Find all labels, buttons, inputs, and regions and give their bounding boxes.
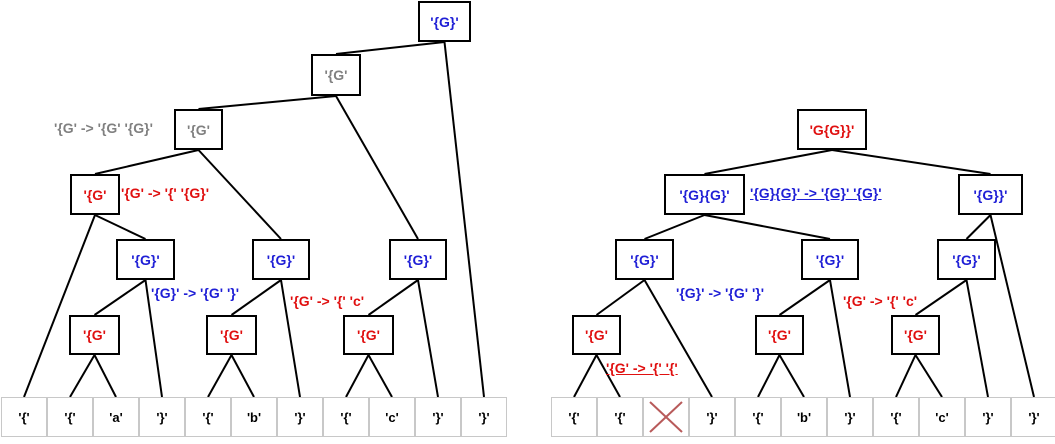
right-rule-1: '{G}{G}' -> '{G}' '{G}' xyxy=(750,185,882,201)
left-rule-2: '{G' -> '{' '{G}' xyxy=(121,185,210,201)
left-node-b2: '{G}' xyxy=(252,239,310,280)
tree-edge xyxy=(207,354,233,398)
tree-edge xyxy=(345,354,370,398)
token-cell: '}' xyxy=(461,397,507,437)
left-rule-4: '{G' -> '{' 'c' xyxy=(290,293,365,309)
token-cell: 'c' xyxy=(369,397,415,437)
tree-edge xyxy=(831,149,991,175)
token-cell: '{' xyxy=(551,397,597,437)
tree-edge xyxy=(778,354,805,398)
tree-edge xyxy=(94,149,199,175)
cross-icon xyxy=(649,401,683,433)
right-node-m2: '{G}}' xyxy=(958,174,1023,215)
tree-edge xyxy=(198,95,337,110)
tree-edge xyxy=(23,214,96,398)
token-cell: 'a' xyxy=(93,397,139,437)
tree-edge xyxy=(595,354,621,398)
token-cell: '}' xyxy=(277,397,323,437)
right-node-b1: '{G}' xyxy=(615,239,674,280)
right-node-b2: '{G}' xyxy=(801,239,859,280)
right-node-m1: '{G}{G}' xyxy=(664,174,745,215)
token-cell: '{' xyxy=(597,397,643,437)
tree-edge xyxy=(367,279,419,316)
tree-edge xyxy=(989,214,1035,398)
token-cell: '}' xyxy=(965,397,1011,437)
tree-edge xyxy=(704,149,833,175)
tree-edge xyxy=(417,279,439,398)
token-cell: '{' xyxy=(1,397,47,437)
tree-edge xyxy=(443,41,485,398)
left-root-node: '{G}' xyxy=(418,1,471,42)
left-node-g3: '{G' xyxy=(70,174,120,215)
left-node-r2: '{G' xyxy=(206,315,257,355)
left-rule-3: '{G}' -> '{G' '}' xyxy=(151,285,240,301)
left-node-r3: '{G' xyxy=(343,315,394,355)
tree-edge xyxy=(965,279,989,398)
tree-edge xyxy=(93,354,117,398)
tree-edge xyxy=(335,95,419,240)
tree-edge xyxy=(197,149,282,240)
token-cell: '{' xyxy=(873,397,919,437)
token-cell: '{' xyxy=(47,397,93,437)
tree-edge xyxy=(895,354,917,398)
tree-edge xyxy=(230,354,255,398)
tree-edge xyxy=(94,214,146,240)
token-cell: '}' xyxy=(1011,397,1055,437)
token-cell: '{' xyxy=(323,397,369,437)
tree-edge xyxy=(230,279,282,316)
right-rule-4: '{G' -> '{' '{' xyxy=(606,360,678,376)
token-cell: '}' xyxy=(415,397,461,437)
right-node-b3: '{G}' xyxy=(937,239,996,280)
left-rule-1: '{G' -> '{G' '{G}' xyxy=(54,120,153,136)
right-node-r3: '{G' xyxy=(891,315,940,355)
tree-edge xyxy=(778,279,831,316)
token-cell: 'b' xyxy=(231,397,277,437)
tree-edge xyxy=(704,214,831,240)
left-node-g2: '{G' xyxy=(174,109,223,150)
right-root-node: 'G{G}}' xyxy=(797,109,867,150)
token-cell: '}' xyxy=(827,397,873,437)
token-cell: '{' xyxy=(735,397,781,437)
token-cell: 'c' xyxy=(919,397,965,437)
tree-edge xyxy=(914,354,943,398)
tree-edge xyxy=(829,279,851,398)
tree-edge xyxy=(280,279,301,398)
token-cell: '}' xyxy=(139,397,185,437)
left-node-r1: '{G' xyxy=(69,315,120,355)
left-node-b1: '{G}' xyxy=(116,239,175,280)
tree-edge xyxy=(914,279,968,316)
right-node-r2: '{G' xyxy=(755,315,804,355)
left-node-g1: '{G' xyxy=(311,54,361,96)
tree-edge xyxy=(757,354,781,398)
tree-edge xyxy=(367,354,393,398)
right-rule-3: '{G' -> '{' 'c' xyxy=(843,293,918,309)
tree-edge xyxy=(965,214,992,240)
tree-edge xyxy=(644,214,705,240)
right-node-r1: '{G' xyxy=(572,315,621,355)
tree-edge xyxy=(573,354,598,398)
tree-edge xyxy=(335,41,445,55)
tree-edge xyxy=(643,279,713,398)
token-cell: 'b' xyxy=(781,397,827,437)
left-node-b3: '{G}' xyxy=(389,239,447,280)
tree-edge xyxy=(69,354,96,398)
token-cell: '{' xyxy=(185,397,231,437)
token-cell: '}' xyxy=(689,397,735,437)
right-rule-2: '{G}' -> '{G' '}' xyxy=(676,285,765,301)
token-cell-deleted xyxy=(643,397,689,437)
tree-edge xyxy=(93,279,147,316)
tree-edge xyxy=(144,279,163,398)
tree-edge xyxy=(595,279,646,316)
